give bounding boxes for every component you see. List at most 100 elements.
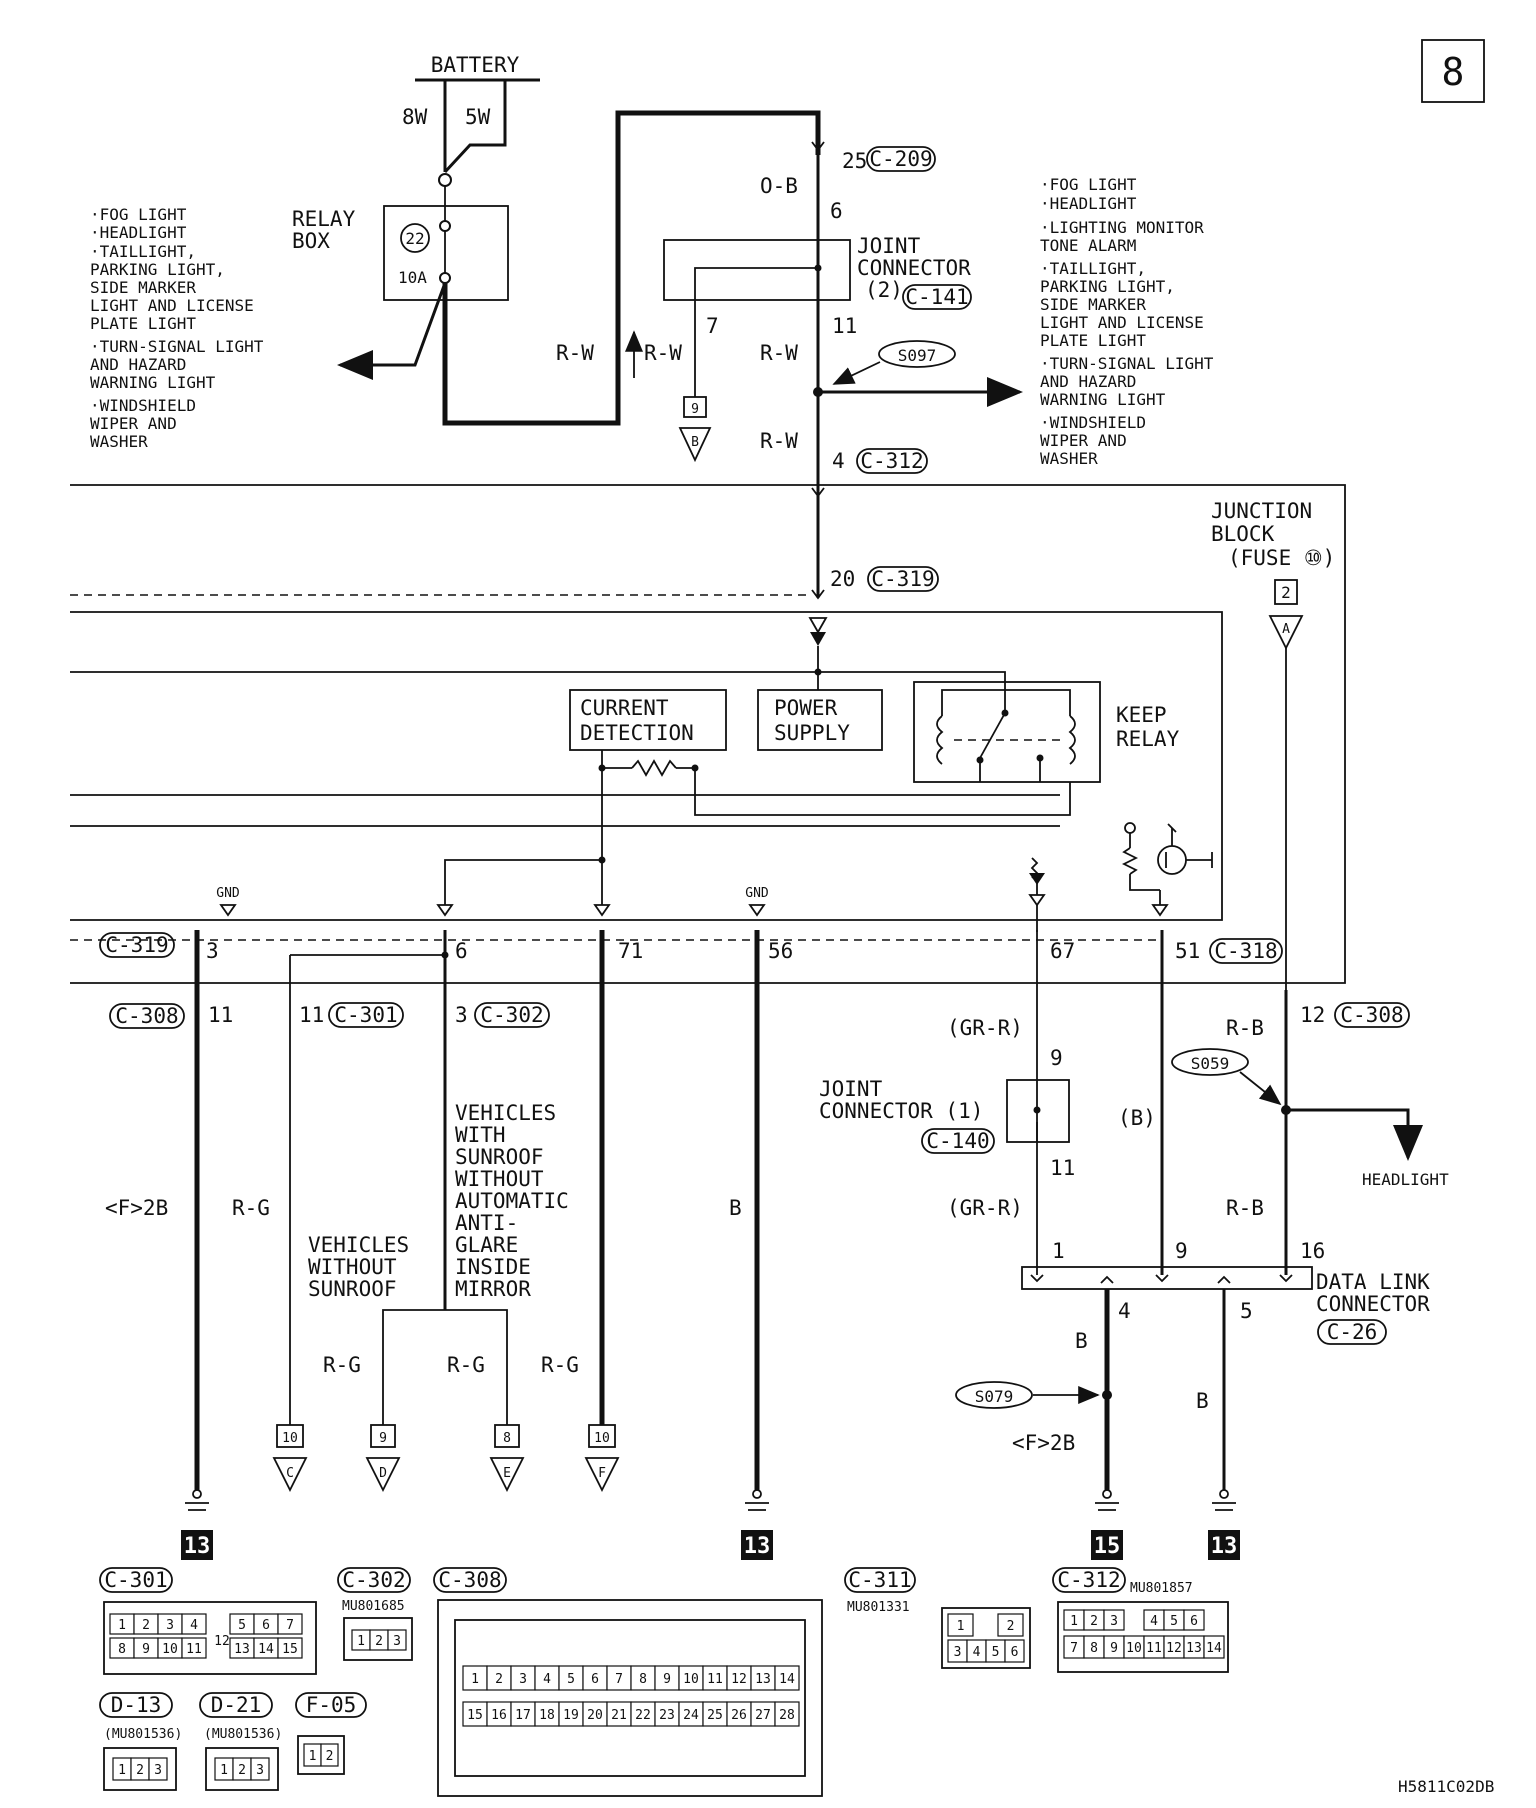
c308-pin-cell <box>510 1701 536 1727</box>
d13-pin-label: 3 <box>154 1763 162 1778</box>
left-note-4: PARKING LIGHT, <box>90 260 225 279</box>
earth-symbol-4: 13 <box>1208 1489 1240 1560</box>
wire-rg-4: R-G <box>541 1353 579 1377</box>
page-number-box: 8 <box>1421 39 1485 103</box>
relay-box-label-2: BOX <box>292 229 330 253</box>
c301-pin-label: 5 <box>238 1618 246 1633</box>
conn-c319-top: C-319 <box>871 567 934 591</box>
c312-pin-label: 6 <box>1190 1614 1198 1629</box>
c308-pin-cell <box>558 1701 584 1727</box>
left-note-5: SIDE MARKER <box>90 278 196 297</box>
d21-pin-cell <box>250 1757 270 1781</box>
left-note-3: ·TAILLIGHT, <box>90 242 196 261</box>
joint-connector-1-label-1: JOINT <box>819 1077 883 1101</box>
ground-ref-13-a: 13 <box>184 1534 211 1559</box>
c301-pin-label: 11 <box>186 1642 202 1657</box>
c301-pin-cell <box>277 1637 303 1659</box>
c312-pin-label: 1 <box>1070 1614 1078 1629</box>
conn-c209-badge <box>866 146 936 172</box>
conn-c319-badge <box>99 932 175 958</box>
conn-c26-badge <box>1317 1319 1387 1345</box>
conn-c308: C-308 <box>115 1004 178 1028</box>
conn-c302-badge <box>474 1002 550 1028</box>
c308-pin-label: 3 <box>519 1672 527 1687</box>
wire-grr-2: (GR-R) <box>947 1196 1023 1220</box>
note-sunroof-7: GLARE <box>455 1233 518 1257</box>
c308-pin-cell <box>630 1701 656 1727</box>
page-number: 8 <box>1442 50 1465 94</box>
battery-section: BATTERY 8W 5W RELAY BOX 22 10A <box>292 53 821 426</box>
c312-pin-label: 5 <box>1170 1614 1178 1629</box>
pin-11b: 11 <box>299 1003 324 1027</box>
ground-ref-15: 15 <box>1094 1534 1121 1559</box>
c308-pin-label: 21 <box>611 1708 627 1723</box>
right-note-15: WASHER <box>1040 449 1098 468</box>
pin-6: 6 <box>455 939 468 963</box>
c308-pin-label: 7 <box>615 1672 623 1687</box>
c301-pin-cell <box>181 1637 207 1659</box>
d13-pin-label: 1 <box>118 1763 126 1778</box>
junction-block-label-1: JUNCTION <box>1211 499 1312 523</box>
left-note-2: ·HEADLIGHT <box>90 223 187 242</box>
c308-pin-label: 15 <box>467 1708 483 1723</box>
c312-pin-cell <box>1103 1609 1125 1631</box>
c311-pin-label: 6 <box>1011 1645 1019 1660</box>
d13-pin-label: 2 <box>136 1763 144 1778</box>
ground-9: 9 <box>691 402 699 417</box>
right-note-12: WARNING LIGHT <box>1040 390 1166 409</box>
c308-pin-label: 12 <box>731 1672 747 1687</box>
right-note-9: PLATE LIGHT <box>1040 331 1146 350</box>
current-detection-label-2: DETECTION <box>580 721 694 745</box>
ground-ref-13-c: 13 <box>1211 1534 1238 1559</box>
relay-box-label-1: RELAY <box>292 207 356 231</box>
wire-ob: O-B <box>760 174 798 198</box>
conn-c140: C-140 <box>926 1129 989 1153</box>
data-link-connector <box>1021 1266 1313 1290</box>
d21-title: D-21 <box>211 1693 262 1717</box>
c308-pin-label: 25 <box>707 1708 723 1723</box>
wire-rg-1: R-G <box>232 1196 270 1220</box>
c301-pin-label: 2 <box>142 1618 150 1633</box>
c308-pin-label: 22 <box>635 1708 651 1723</box>
conn-c141-badge <box>902 284 972 310</box>
d13-pin-cell <box>148 1757 168 1781</box>
d13-part: (MU801536) <box>104 1727 182 1742</box>
joint-connector-2 <box>663 239 851 301</box>
ground-ref-f: 10 F <box>584 1424 620 1493</box>
c308-pin-cell <box>774 1701 800 1727</box>
wire-b-3: B <box>1196 1389 1209 1413</box>
pin-3b: 3 <box>455 1003 468 1027</box>
ground-f-num: 10 <box>594 1431 610 1446</box>
right-note-8: LIGHT AND LICENSE <box>1040 313 1204 332</box>
pin-51: 51 <box>1175 939 1200 963</box>
c302-pin-label: 1 <box>357 1634 365 1649</box>
c308-pin-cell <box>582 1701 608 1727</box>
ground-c-tri: C <box>286 1466 294 1481</box>
note-no-sunroof-1: VEHICLES <box>308 1233 409 1257</box>
wire-b-1: B <box>729 1196 742 1220</box>
c312-title: C-312 <box>1057 1568 1120 1592</box>
wire-rw-1: R-W <box>556 341 594 365</box>
dlc-pin-1: 1 <box>1052 1239 1065 1263</box>
etacs-module: 20 C-319 CURRENT DETECTION POWER SUPPLY … <box>70 478 1346 990</box>
c308-pin-label: 27 <box>755 1708 771 1723</box>
c311-pin-cell <box>947 1613 974 1637</box>
conn-c140-badge <box>921 1128 995 1154</box>
pin-7: 7 <box>706 314 719 338</box>
c312-pin-label: 12 <box>1166 1641 1182 1656</box>
c302-pin-label: 3 <box>393 1634 401 1649</box>
pin-6: 6 <box>830 199 843 223</box>
f05-pin-label: 2 <box>326 1749 334 1764</box>
joint-connector-2-label-3: (2) <box>865 278 903 302</box>
c301-pin-label: 15 <box>282 1642 298 1657</box>
c301-pin-cell <box>181 1613 207 1635</box>
c301-pin-label: 3 <box>166 1618 174 1633</box>
f05-pin-cell <box>320 1743 339 1767</box>
c308-pin-cell <box>486 1665 512 1691</box>
left-note-10: WARNING LIGHT <box>90 373 216 392</box>
conn-c308b: C-308 <box>1340 1003 1403 1027</box>
wire-rw-4: R-W <box>760 429 798 453</box>
d21-pin-label: 3 <box>256 1763 264 1778</box>
